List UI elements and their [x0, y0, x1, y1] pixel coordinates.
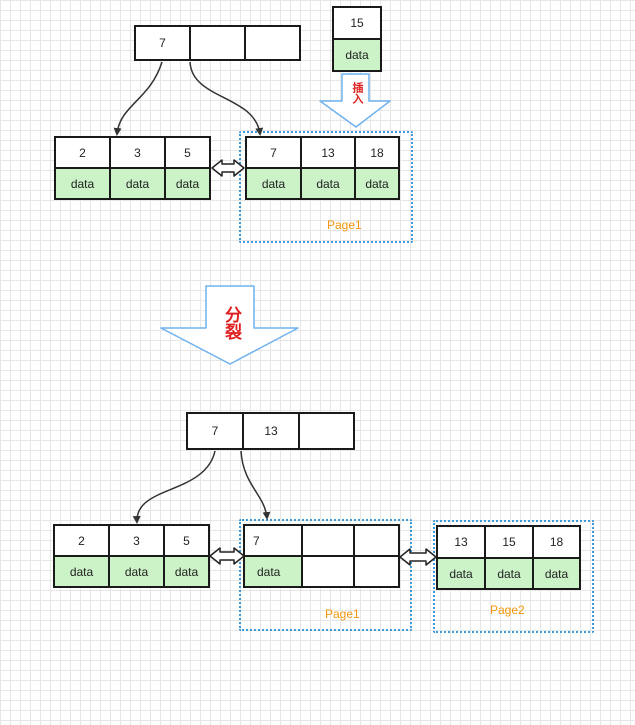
top-left-value-3: data: [164, 167, 211, 200]
top-right-key-1: 7: [245, 136, 302, 169]
top-right-key-2: 13: [300, 136, 356, 169]
bottom-left-value-2: data: [108, 555, 165, 588]
page2-value-2: data: [484, 557, 534, 590]
top-pointer-right: [189, 61, 264, 136]
bottom-page2-label: Page2: [490, 603, 525, 617]
top-page1-label: Page1: [327, 218, 362, 232]
page2-value-3: data: [532, 557, 581, 590]
top-sibling-link-icon: [211, 159, 245, 177]
page1-value-2: [301, 555, 355, 588]
bottom-left-value-1: data: [53, 555, 110, 588]
bottom-page2-frame: [433, 520, 594, 633]
bottom-pointer-right: [240, 450, 271, 520]
top-right-value-3: data: [354, 167, 400, 200]
bottom-root-key-3: [298, 412, 355, 450]
bottom-sibling-link-left-icon: [209, 547, 245, 565]
top-page1-frame: [239, 131, 413, 243]
top-pointer-left: [113, 61, 163, 136]
new-record-key: 15: [332, 6, 382, 40]
page1-value-3: [353, 555, 400, 588]
top-root-key-3: [244, 25, 301, 61]
split-arrow-icon: [160, 285, 299, 365]
page1-key-3: [353, 524, 400, 557]
bottom-pointer-left: [132, 450, 216, 524]
split-label: 分裂: [222, 306, 241, 340]
top-left-key-3: 5: [164, 136, 211, 169]
top-left-value-1: data: [54, 167, 111, 200]
bottom-left-value-3: data: [163, 555, 210, 588]
top-left-value-2: data: [109, 167, 166, 200]
bottom-page1-frame: [239, 519, 412, 631]
top-right-value-1: data: [245, 167, 302, 200]
bottom-page1-label: Page1: [325, 607, 360, 621]
page1-value-1: data: [243, 555, 303, 588]
top-root-key-1: 7: [134, 25, 191, 61]
insert-arrow-icon: [319, 73, 391, 128]
top-right-value-2: data: [300, 167, 356, 200]
new-record-value: data: [332, 38, 382, 72]
bottom-sibling-link-right-icon: [399, 548, 437, 566]
insert-label: 插入: [351, 82, 363, 104]
bottom-root-key-1: 7: [186, 412, 244, 450]
top-root-key-2: [189, 25, 246, 61]
